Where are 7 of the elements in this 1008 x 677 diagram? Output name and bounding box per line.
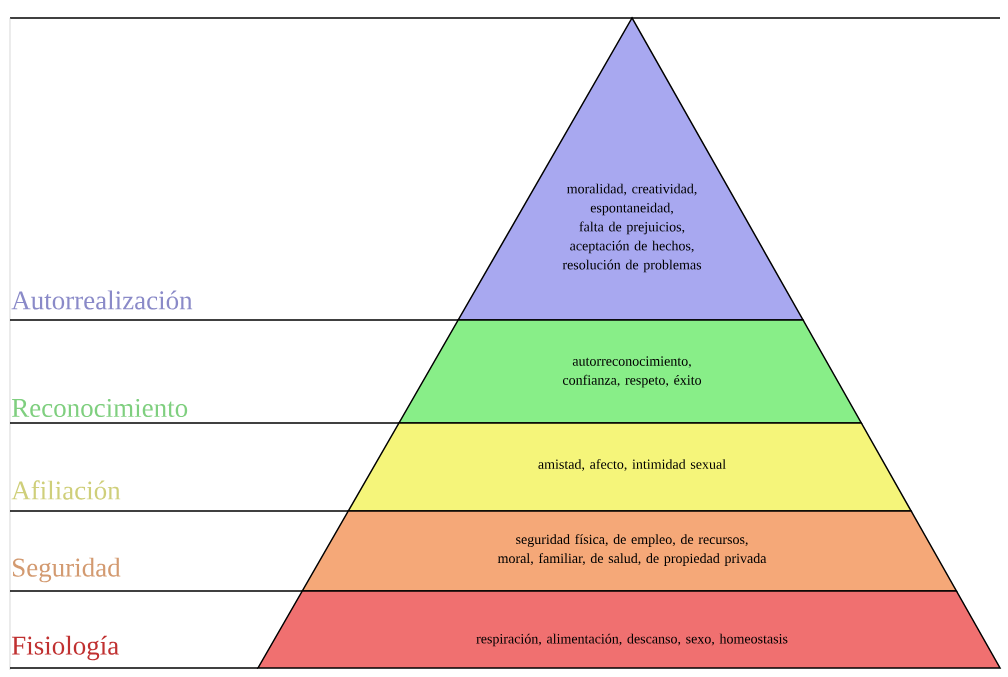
pyramid-level: seguridad física, de empleo, de recursos, moral, familiar, de salud, de propiedad privada	[301, 510, 958, 592]
level-name: Fisiología	[12, 635, 119, 661]
level-name: Reconocimiento	[12, 398, 188, 418]
pyramid-level: amistad, afecto, intimidad sexual	[347, 422, 913, 512]
level-name: Afiliación	[11, 480, 121, 500]
level-name: Autorrealización	[11, 290, 193, 310]
level-name: Seguridad	[13, 557, 121, 583]
